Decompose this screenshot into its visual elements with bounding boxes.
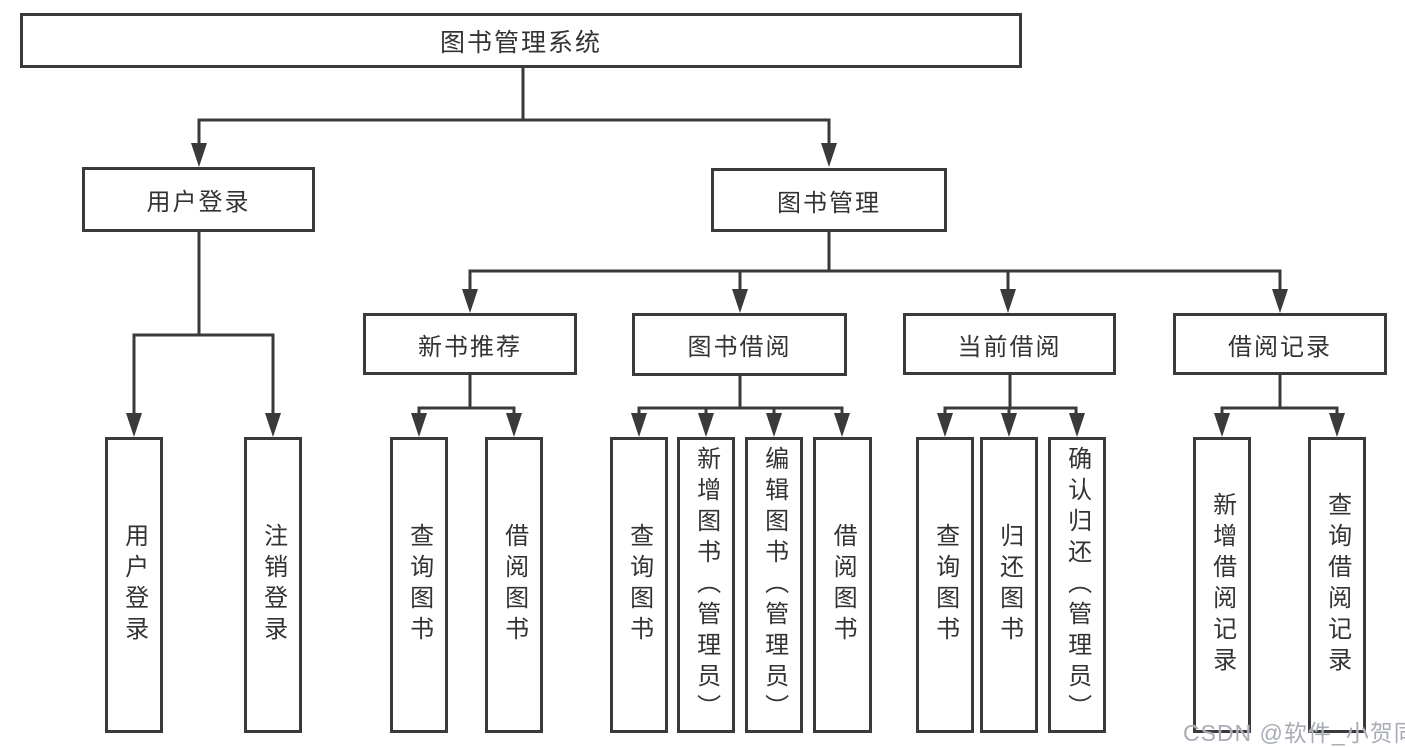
leaf-add-book-admin: 新增图书（管理员）: [677, 437, 735, 733]
leaf-borrow-book-recommend-label: 借阅图书: [500, 523, 528, 647]
leaf-borrow-book-borrowing: 借阅图书: [813, 437, 872, 733]
node-borrowing-records-label: 借阅记录: [1228, 333, 1332, 361]
node-user-login-branch: 用户登录: [82, 167, 315, 232]
leaf-query-book-recommend-label: 查询图书: [405, 523, 433, 647]
leaf-add-book-admin-label: 新增图书（管理员）: [692, 445, 720, 725]
node-book-management: 图书管理: [711, 168, 947, 232]
leaf-query-book-borrowing-label: 查询图书: [625, 523, 653, 647]
node-current-borrowing-label: 当前借阅: [957, 333, 1062, 361]
csdn-watermark: CSDN @软件_小贺同学: [1183, 720, 1405, 746]
node-borrowing-records: 借阅记录: [1173, 313, 1387, 375]
node-book-borrowing-label: 图书借阅: [687, 334, 792, 361]
leaf-edit-book-admin: 编辑图书（管理员）: [745, 437, 803, 733]
leaf-user-login: 用户登录: [105, 437, 163, 733]
node-book-borrowing: 图书借阅: [632, 313, 847, 376]
node-current-borrowing: 当前借阅: [903, 313, 1116, 375]
node-root-system-label: 图书管理系统: [439, 28, 602, 57]
node-root-system: 图书管理系统: [20, 13, 1022, 68]
leaf-confirm-return-admin: 确认归还（管理员）: [1048, 437, 1106, 733]
node-new-book-recommendation-label: 新书推荐: [418, 333, 522, 361]
node-new-book-recommendation: 新书推荐: [363, 313, 577, 375]
leaf-borrow-book-borrowing-label: 借阅图书: [829, 523, 857, 647]
leaf-return-book-label: 归还图书: [995, 523, 1023, 647]
node-user-login-branch-label: 用户登录: [146, 189, 251, 216]
leaf-logout-label: 注销登录: [259, 523, 287, 647]
leaf-query-borrow-record: 查询借阅记录: [1308, 437, 1366, 733]
leaf-borrow-book-recommend: 借阅图书: [485, 437, 543, 733]
leaf-edit-book-admin-label: 编辑图书（管理员）: [760, 445, 788, 725]
leaf-query-book-current: 查询图书: [916, 437, 974, 733]
leaf-logout: 注销登录: [244, 437, 302, 733]
leaf-return-book: 归还图书: [980, 437, 1038, 733]
leaf-confirm-return-admin-label: 确认归还（管理员）: [1063, 445, 1091, 725]
leaf-query-book-recommend: 查询图书: [390, 437, 448, 733]
leaf-user-login-label: 用户登录: [120, 523, 148, 647]
leaf-query-borrow-record-label: 查询借阅记录: [1323, 492, 1351, 678]
leaf-add-borrow-record-label: 新增借阅记录: [1208, 492, 1236, 678]
leaf-query-book-borrowing: 查询图书: [610, 437, 668, 733]
leaf-query-book-current-label: 查询图书: [931, 523, 959, 647]
leaf-add-borrow-record: 新增借阅记录: [1193, 437, 1251, 733]
node-book-management-label: 图书管理: [777, 189, 881, 217]
